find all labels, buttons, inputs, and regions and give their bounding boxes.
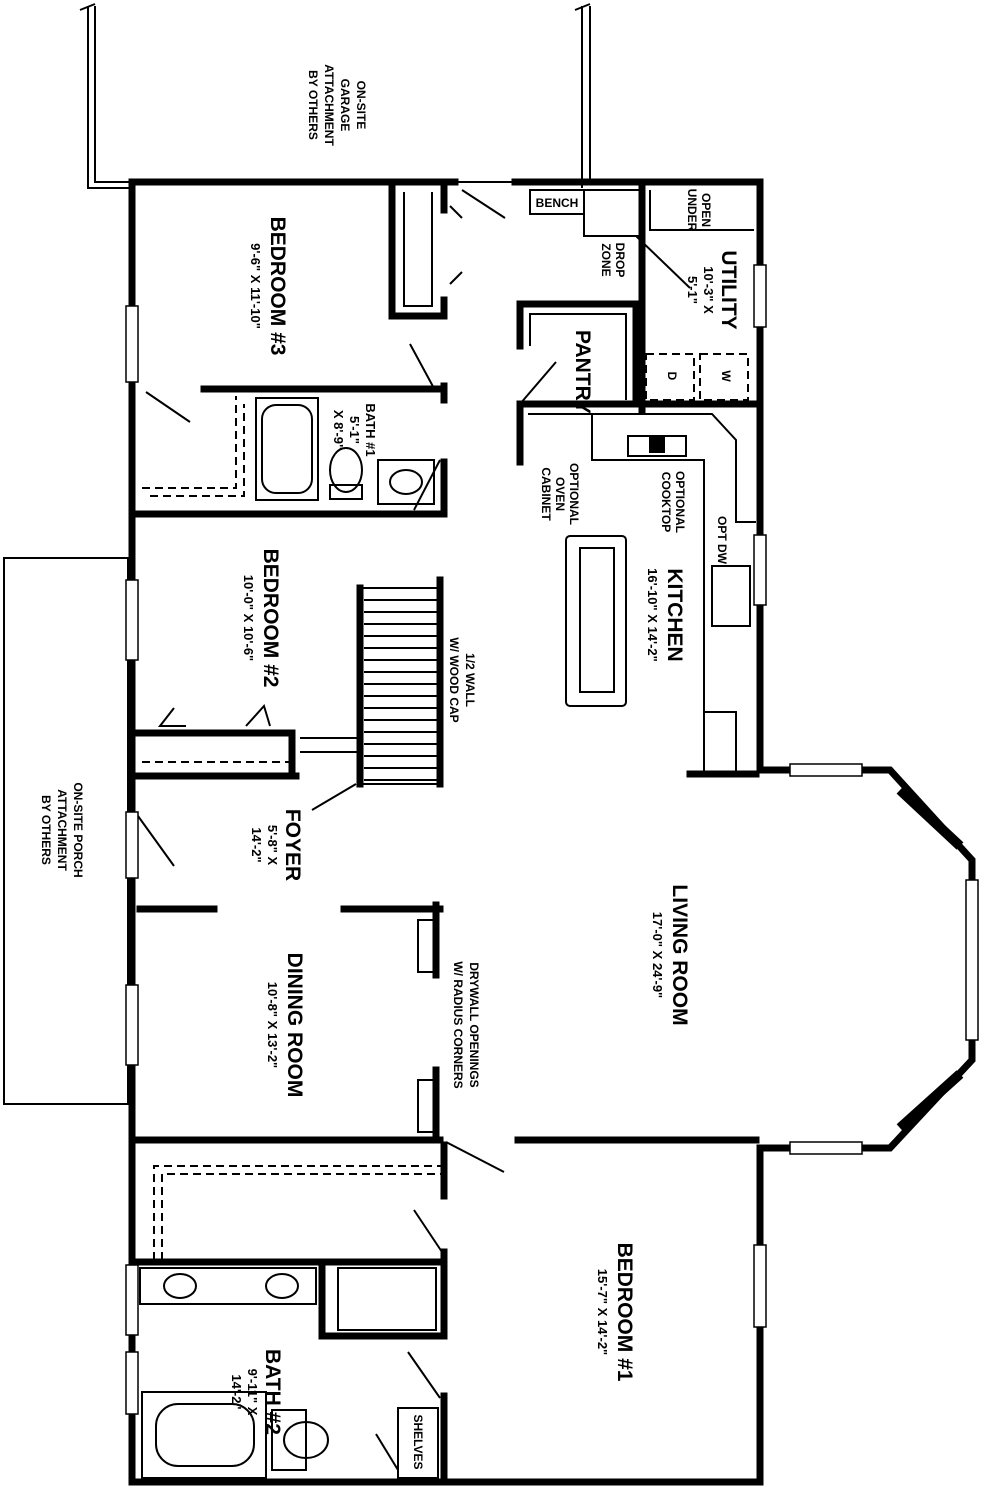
garage-note-2: GARAGE	[338, 79, 352, 132]
living-label: LIVING ROOM	[668, 884, 691, 1025]
dryer-label: D	[665, 372, 679, 381]
cooktop-note-1: OPTIONAL	[673, 471, 687, 533]
garage-attachment-outline	[79, 3, 591, 189]
kitchen-dim: 16'-10" X 14'-2"	[645, 568, 660, 662]
pantry-label: PANTRY	[571, 330, 594, 414]
foyer-dim1: 5'-8" X	[265, 825, 280, 866]
shelves-label: SHELVES	[411, 1414, 425, 1469]
porch-note-2: ATTACHMENT	[55, 789, 69, 871]
washer-label: W	[719, 370, 733, 382]
bedroom2-dim: 10'-0" X 10'-6"	[241, 575, 256, 661]
bedroom3-label: BEDROOM #3	[266, 217, 289, 356]
porch-note-1: ON-SITE PORCH	[71, 782, 85, 877]
dining-dim: 10'-8" X 13'-2"	[265, 982, 280, 1068]
half-wall-note-1: 1/2 WALL	[463, 653, 477, 707]
bedroom1-dim: 15'-7" X 14'-2"	[595, 1269, 610, 1355]
windows	[125, 264, 979, 1415]
drywall-note-2: W/ RADIUS CORNERS	[451, 961, 465, 1088]
half-wall-note-2: W/ WOOD CAP	[447, 637, 461, 722]
bath1-dim1: 5'-1"	[347, 416, 362, 444]
garage-note-4: BY OTHERS	[306, 70, 320, 140]
interior-walls	[132, 182, 760, 1482]
bedroom1-label: BEDROOM #1	[613, 1243, 636, 1382]
drop-zone-2: ZONE	[599, 243, 613, 276]
oven-note-3: CABINET	[539, 467, 553, 521]
cooktop-note-2: COOKTOP	[659, 472, 673, 532]
kitchen-label: KITCHEN	[663, 568, 686, 661]
foyer-label: FOYER	[281, 809, 304, 881]
open-under-1: OPEN	[699, 193, 713, 227]
bench-label: BENCH	[536, 196, 579, 210]
drop-zone-1: DROP	[613, 243, 627, 278]
garage-note-1: ON-SITE	[354, 81, 368, 130]
utility-dim2: 5'-1"	[685, 276, 700, 304]
foyer-dim2: 14'-2"	[249, 827, 264, 862]
opt-dw-label: OPT DW	[715, 516, 729, 565]
bedroom3-dim: 9'-6" X 11'-10"	[248, 243, 263, 329]
drywall-note-1: DRYWALL OPENINGS	[467, 962, 481, 1087]
bath1-dim2: X 8'-9"	[331, 410, 346, 450]
dining-label: DINING ROOM	[283, 953, 306, 1098]
porch-note-3: BY OTHERS	[39, 795, 53, 865]
garage-note-3: ATTACHMENT	[322, 64, 336, 146]
bedroom2-label: BEDROOM #2	[259, 549, 282, 688]
bath2-label: BATH #2	[261, 1349, 284, 1435]
door-swings	[137, 181, 691, 1471]
living-dim: 17'-0" X 24'-9"	[650, 912, 665, 998]
bath1-label: BATH #1	[363, 403, 378, 456]
utility-label: UTILITY	[717, 250, 740, 329]
utility-dim1: 10'-3" X	[701, 266, 716, 314]
open-under-2: UNDER	[685, 189, 699, 232]
oven-note-2: OVEN	[553, 477, 567, 511]
bath2-dim1: 9'-11" X	[245, 1369, 260, 1416]
oven-note-1: OPTIONAL	[567, 463, 581, 525]
bath2-dim2: 14'-2"	[229, 1374, 244, 1409]
